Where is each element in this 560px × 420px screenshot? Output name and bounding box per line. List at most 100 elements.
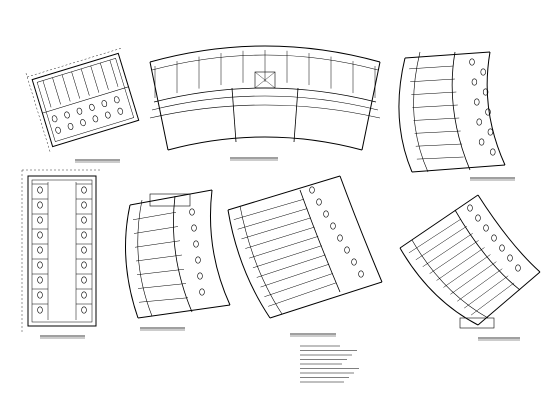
toilet-fixture	[55, 126, 61, 134]
plan-arc-lower-caption	[478, 337, 520, 341]
partition-line	[422, 233, 473, 267]
fixture-row	[32, 183, 92, 314]
toilet-fixture	[316, 198, 322, 206]
plan-arc-small-caption	[140, 327, 185, 331]
toilet-fixture	[475, 214, 481, 222]
partition-line	[256, 254, 326, 278]
toilet-fixture	[37, 261, 43, 269]
toilet-fixture	[197, 272, 203, 280]
plan-rotated-rect-caption	[75, 159, 120, 163]
plan-tall-rect	[21, 169, 102, 332]
toilet-fixture	[482, 88, 489, 96]
fixture-row	[469, 58, 496, 156]
toilet-fixture	[499, 244, 505, 252]
toilet-fixture	[189, 208, 195, 216]
partition-line	[415, 143, 463, 147]
fixture-row	[467, 204, 521, 272]
design-notes-block	[300, 345, 359, 383]
partition-line	[61, 74, 71, 102]
toilet-fixture	[89, 103, 95, 111]
toilet-fixture	[81, 186, 87, 194]
cubicle-row	[409, 65, 464, 160]
toilet-fixture	[323, 210, 329, 218]
cubicle-row	[408, 218, 515, 316]
toilet-fixture	[344, 246, 350, 254]
plan-arc-center-caption	[290, 333, 336, 337]
toilet-fixture	[81, 276, 87, 284]
toilet-fixture	[81, 216, 87, 224]
toilet-fixture	[199, 288, 205, 296]
partition-line	[241, 217, 311, 240]
partition-line	[415, 225, 467, 261]
fixture-row	[189, 208, 205, 296]
partition-line	[245, 226, 315, 249]
toilet-fixture	[37, 291, 43, 299]
partition-line	[416, 156, 464, 160]
plan-arc-lower	[399, 194, 541, 329]
partition-line	[132, 212, 177, 220]
plan-arc-wide-caption	[230, 157, 278, 161]
partition-line	[42, 80, 52, 108]
partition-line	[135, 254, 183, 262]
toilet-fixture	[309, 186, 315, 194]
plan-arc-wide	[149, 45, 381, 151]
plan-arc-right	[398, 51, 506, 173]
partition-line	[268, 282, 337, 307]
toilet-fixture	[117, 107, 124, 115]
cubicle-row	[42, 59, 119, 108]
partition-line	[413, 117, 460, 121]
toilet-fixture	[37, 201, 43, 209]
toilet-fixture	[351, 258, 357, 266]
toilet-fixture	[37, 306, 43, 314]
toilet-fixture	[490, 148, 496, 156]
toilet-fixture	[474, 98, 480, 106]
toilet-fixture	[51, 115, 58, 123]
toilet-fixture	[37, 246, 43, 254]
partition-line	[71, 71, 81, 99]
toilet-fixture	[81, 231, 87, 239]
toilet-fixture	[81, 306, 87, 314]
toilet-fixture	[81, 201, 87, 209]
toilet-fixture	[81, 291, 87, 299]
partition-line	[457, 268, 503, 302]
partition-line	[134, 240, 181, 248]
partition-line	[410, 78, 455, 83]
toilet-fixture	[358, 270, 364, 278]
partition-line	[249, 236, 319, 259]
plan-arc-right-caption	[470, 177, 515, 181]
toilet-fixture	[113, 96, 120, 104]
partition-line	[464, 275, 509, 309]
toilet-fixture	[515, 264, 521, 272]
fixture-row	[309, 186, 364, 278]
toilet-fixture	[330, 222, 336, 230]
partition-line	[52, 77, 61, 105]
toilet-fixture	[81, 261, 87, 269]
partition-line	[137, 283, 187, 289]
toilet-fixture	[487, 128, 494, 136]
partition-line	[133, 226, 179, 234]
partition-line	[109, 59, 119, 87]
toilet-fixture	[101, 100, 108, 108]
toilet-fixture	[76, 107, 83, 115]
partition-line	[233, 199, 304, 220]
toilet-fixture	[37, 231, 43, 239]
toilet-fixture	[478, 138, 485, 146]
toilet-fixture	[480, 68, 486, 76]
toilet-fixture	[193, 240, 199, 248]
partition-line	[429, 240, 479, 274]
partition-line	[252, 245, 322, 269]
toilet-fixture	[491, 234, 497, 242]
partition-line	[470, 282, 515, 316]
partition-line	[90, 65, 100, 93]
toilet-fixture	[37, 276, 43, 284]
toilet-fixture	[476, 118, 482, 126]
plan-rotated-rect	[25, 48, 140, 152]
toilet-fixture	[37, 186, 43, 194]
partition-line	[450, 261, 497, 295]
partition-line	[138, 297, 189, 303]
partition-line	[100, 62, 109, 90]
partition-line	[136, 269, 185, 275]
partition-line	[260, 263, 330, 288]
